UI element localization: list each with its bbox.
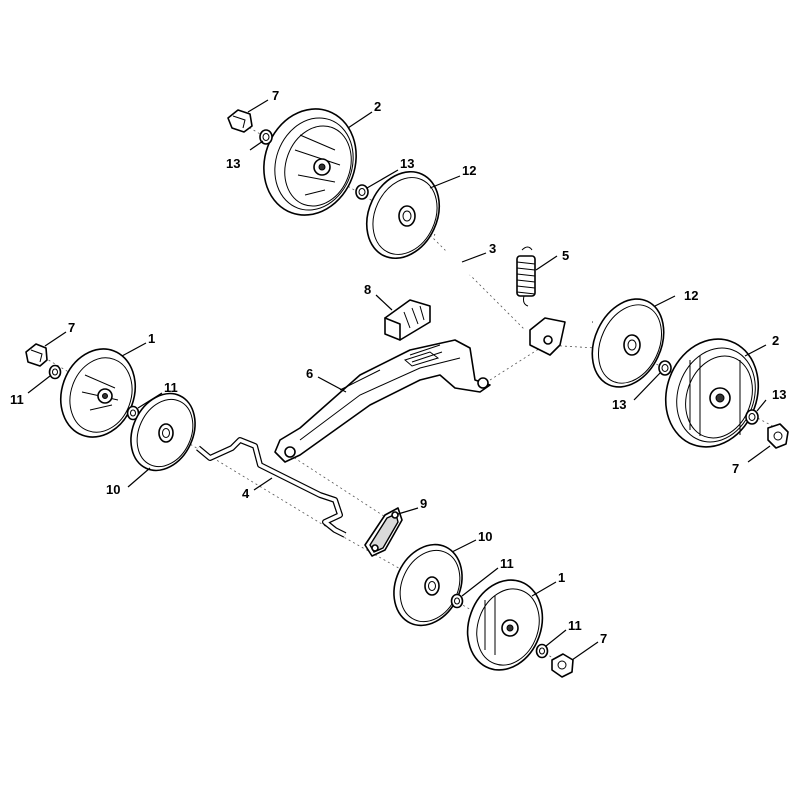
callout-7: 7: [732, 461, 739, 476]
bracket-part-9: [364, 507, 403, 557]
callout-3: 3: [489, 241, 496, 256]
callout-9: 9: [420, 496, 427, 511]
hub-clip-part-7-top: [227, 109, 253, 133]
callout-6: 6: [306, 366, 313, 381]
callout-7: 7: [272, 88, 279, 103]
callout-2: 2: [772, 333, 779, 348]
leader-lines: [27, 99, 771, 661]
washer-part-11-left-outer: [48, 364, 62, 380]
callout-labels: 7 2 13 13 12 3 5 8 12 6 2 13 13 7 7 1 11…: [10, 88, 786, 646]
callout-7: 7: [600, 631, 607, 646]
hub-clip-part-7-left: [25, 343, 48, 367]
hubcap-disc-part-10-left: [130, 392, 196, 472]
callout-11: 11: [10, 392, 24, 407]
washer-part-11-left-inner: [126, 405, 140, 421]
axle-rod-part-4: [196, 437, 347, 538]
callout-1: 1: [148, 331, 155, 346]
washer-part-13-top-left: [259, 129, 273, 145]
callout-8: 8: [364, 282, 371, 297]
callout-13: 13: [612, 397, 626, 412]
spring-part-5: [516, 246, 536, 307]
washer-part-11-bottom-inner: [450, 593, 464, 609]
hubcap-disc-part-12-right: [591, 298, 665, 388]
washer-part-13-top-right: [355, 184, 369, 200]
callout-11: 11: [164, 380, 178, 395]
callout-1: 1: [558, 570, 565, 585]
callout-2: 2: [374, 99, 381, 114]
hub-clip-part-7-right: [767, 423, 789, 449]
hubcap-disc-part-10-bottom: [393, 543, 463, 627]
hub-clip-part-7-bottom: [551, 653, 574, 678]
hubcap-disc-part-12-top: [365, 170, 441, 260]
washer-part-11-bottom-outer: [535, 643, 549, 659]
callout-11: 11: [568, 618, 582, 633]
callout-12: 12: [462, 163, 476, 178]
callout-13: 13: [772, 387, 786, 402]
callout-10: 10: [106, 482, 120, 497]
axle-rod-part-3: [434, 233, 593, 324]
washer-part-13-right-inner: [658, 360, 672, 376]
callout-5: 5: [562, 248, 569, 263]
wheel-front-right-part-1: [466, 579, 544, 671]
height-adjust-bracket: [529, 317, 566, 356]
callout-12: 12: [684, 288, 698, 303]
callout-7: 7: [68, 320, 75, 335]
wheel-rear-right-part-2: [664, 338, 760, 448]
wheel-front-left-part-1: [60, 348, 136, 438]
washer-part-13-right-outer: [745, 409, 759, 425]
callout-10: 10: [478, 529, 492, 544]
adjuster-knob-part-8: [384, 299, 431, 341]
callout-4: 4: [242, 486, 250, 501]
callout-11: 11: [500, 556, 514, 571]
callout-13: 13: [400, 156, 414, 171]
chassis-beam-part-6: [274, 339, 491, 463]
callout-13: 13: [226, 156, 240, 171]
wheel-rear-left-part-2: [263, 108, 357, 216]
